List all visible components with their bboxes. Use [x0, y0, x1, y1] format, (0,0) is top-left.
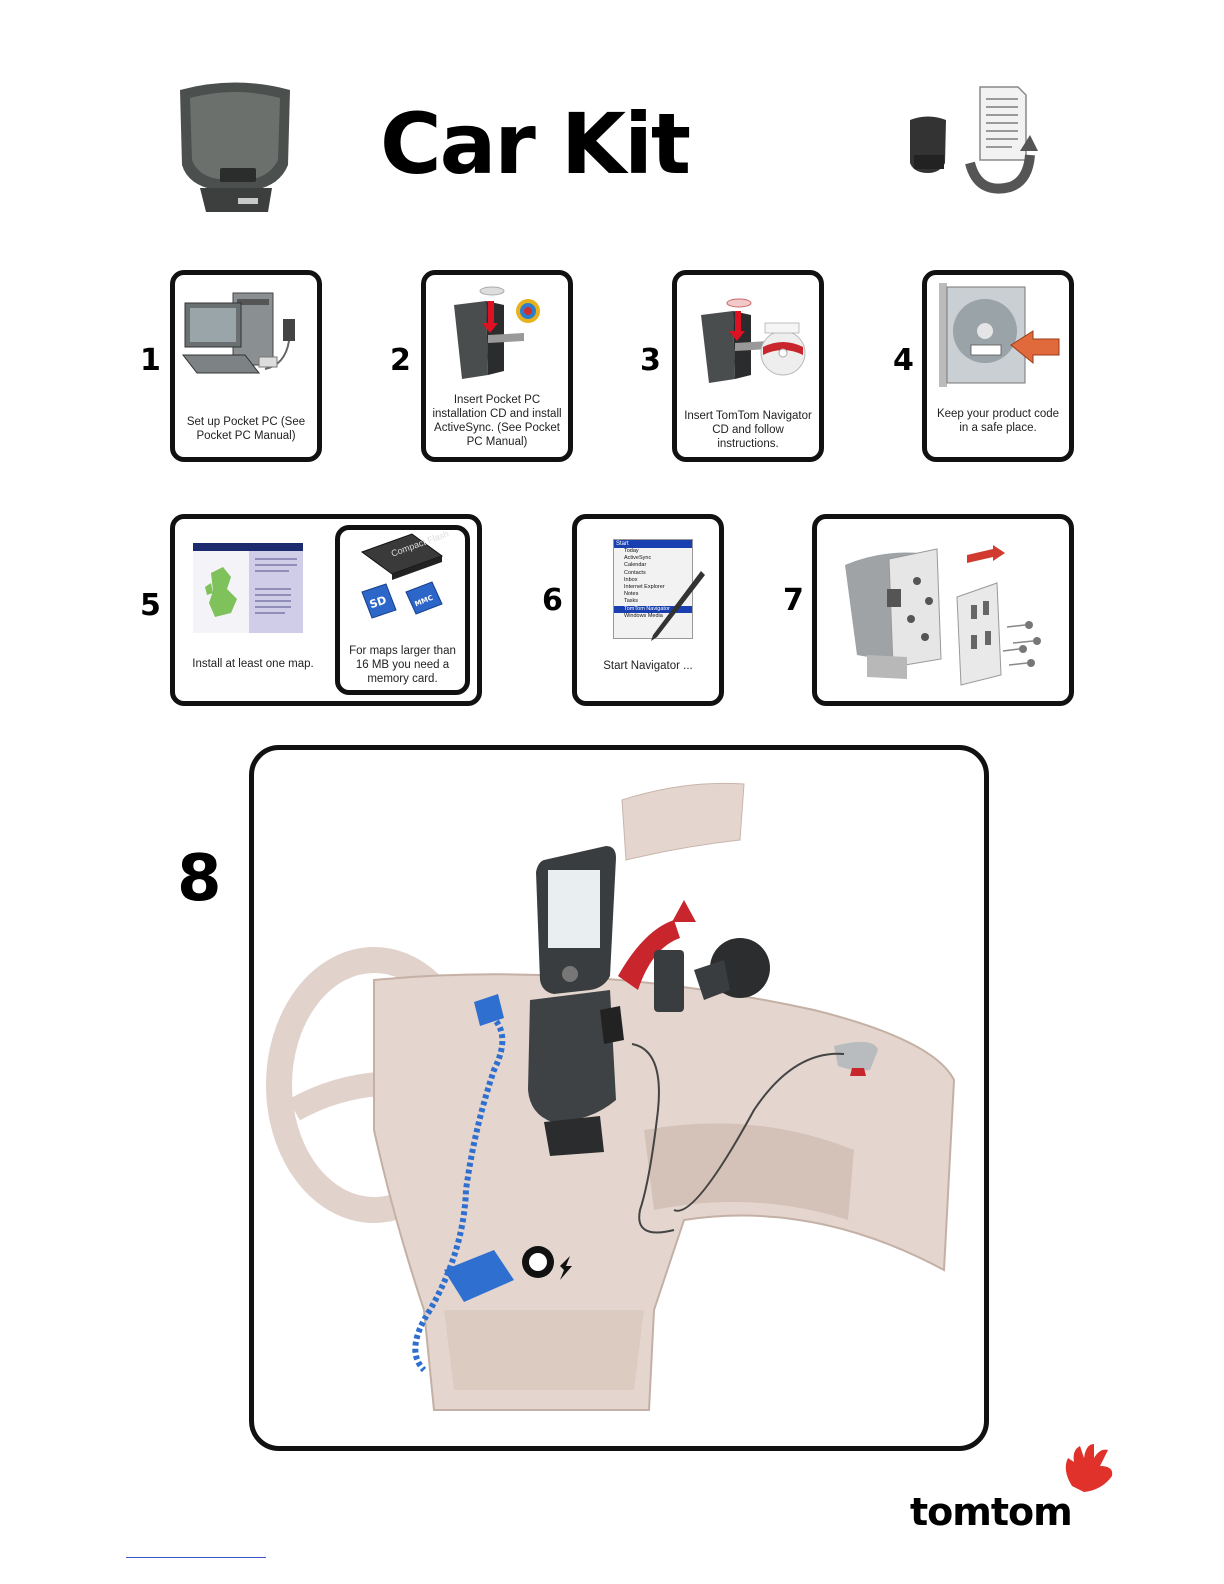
footer-rule: [126, 1557, 266, 1558]
start-menu-title: Start: [614, 540, 692, 548]
step-7-number: 7: [783, 583, 804, 618]
step-4-panel: Keep your product code in a safe place.: [922, 270, 1074, 462]
stylus-icon: [651, 571, 705, 641]
step-6-caption: Start Navigator ...: [603, 660, 693, 672]
navigator-cd-icon: [701, 298, 806, 383]
step-2-caption: Insert Pocket PC installation CD and ins…: [432, 394, 562, 448]
step-2-panel: Insert Pocket PC installation CD and ins…: [421, 270, 573, 462]
menu-item: Tasks: [624, 598, 639, 605]
page-title: Car Kit: [380, 95, 691, 193]
menu-item: Calendar: [624, 562, 647, 569]
start-menu-screen: Start Today ActiveSync Calendar Contacts…: [613, 539, 693, 639]
menu-item: Windows Media: [624, 612, 663, 619]
menu-item: Contacts: [624, 569, 646, 576]
sd-label: SD: [368, 594, 388, 612]
step-1-panel: Set up Pocket PC (See Pocket PC Manual): [170, 270, 322, 462]
step-4-number: 4: [893, 343, 914, 378]
step-1-number: 1: [140, 343, 161, 378]
cd-case-icon: [939, 283, 1060, 387]
map-screen-image: [193, 543, 303, 633]
mount-plate-illustration: [845, 545, 1041, 686]
cradle-image: [160, 80, 310, 220]
step-7-panel: [812, 514, 1074, 706]
memory-card-panel: Compact Flash SD MMC For maps larger tha…: [335, 525, 470, 695]
step-6-number: 6: [542, 583, 563, 618]
step-2-number: 2: [390, 343, 411, 378]
menu-item: Today: [624, 548, 639, 554]
car-dashboard-illustration: [266, 782, 956, 1411]
step-3-caption: Insert TomTom Navigator CD and follow in…: [684, 410, 812, 450]
step-6-panel: Start Today ActiveSync Calendar Contacts…: [572, 514, 724, 706]
computer-icon: [181, 292, 295, 374]
manual-reference-icon: [900, 85, 1045, 200]
menu-item: ActiveSync: [624, 555, 652, 562]
step-3-number: 3: [640, 343, 661, 378]
step-5-caption: Install at least one map.: [192, 658, 314, 670]
menu-item: Internet Explorer: [624, 584, 665, 591]
tomtom-hands-logo: [1058, 1440, 1118, 1496]
step-8-panel: [249, 745, 989, 1451]
step-3-panel: Insert TomTom Navigator CD and follow in…: [672, 270, 824, 462]
menu-item-selected: TomTom Navigator: [614, 605, 692, 613]
step-5-card-caption: For maps larger than 16 MB you need a me…: [349, 645, 456, 685]
menu-item: Notes: [624, 591, 639, 598]
step-8-number: 8: [177, 842, 222, 916]
step-5-panel: Install at least one map. Compact Flash …: [170, 514, 482, 706]
tomtom-logo-text: tomtom: [910, 1490, 1073, 1534]
memory-cards-icon: Compact Flash SD MMC: [360, 530, 450, 619]
step-4-caption: Keep your product code in a safe place.: [936, 408, 1060, 434]
cd-install-icon: [454, 286, 540, 379]
step-5-number: 5: [140, 588, 161, 623]
step-1-caption: Set up Pocket PC (See Pocket PC Manual): [186, 416, 306, 442]
menu-item: Inbox: [624, 576, 638, 583]
